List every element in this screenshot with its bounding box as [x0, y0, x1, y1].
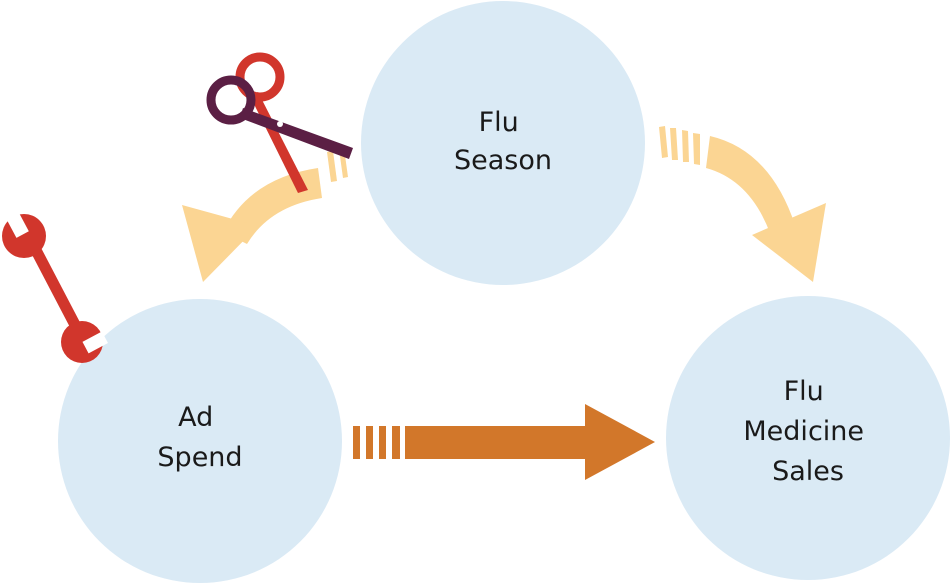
- ad-spend-label: Ad Spend: [157, 402, 242, 473]
- flu-medicine-sales-line1: Flu: [784, 376, 824, 407]
- flu-medicine-sales-line2: Medicine: [743, 416, 864, 447]
- flu-season-line2: Season: [454, 145, 552, 176]
- node-ad-spend: [58, 299, 342, 583]
- ad-spend-line1: Ad: [178, 402, 213, 433]
- flu-medicine-sales-line3: Sales: [772, 456, 844, 487]
- ad-spend-line2: Spend: [157, 442, 242, 473]
- flu-season-line1: Flu: [479, 107, 519, 138]
- scissors-icon: [206, 52, 353, 193]
- node-flu-season: [361, 1, 645, 285]
- flu-medicine-sales-label: Flu Medicine Sales: [743, 376, 872, 487]
- arrow-ad-spend-to-sales: [353, 404, 655, 480]
- arrow-flu-season-to-sales: [659, 126, 826, 282]
- wrench-icon: [2, 210, 108, 363]
- flu-season-label: Flu Season: [454, 107, 552, 176]
- arrow-flu-season-to-ad-spend: [182, 148, 348, 282]
- node-flu-medicine-sales: [666, 296, 950, 580]
